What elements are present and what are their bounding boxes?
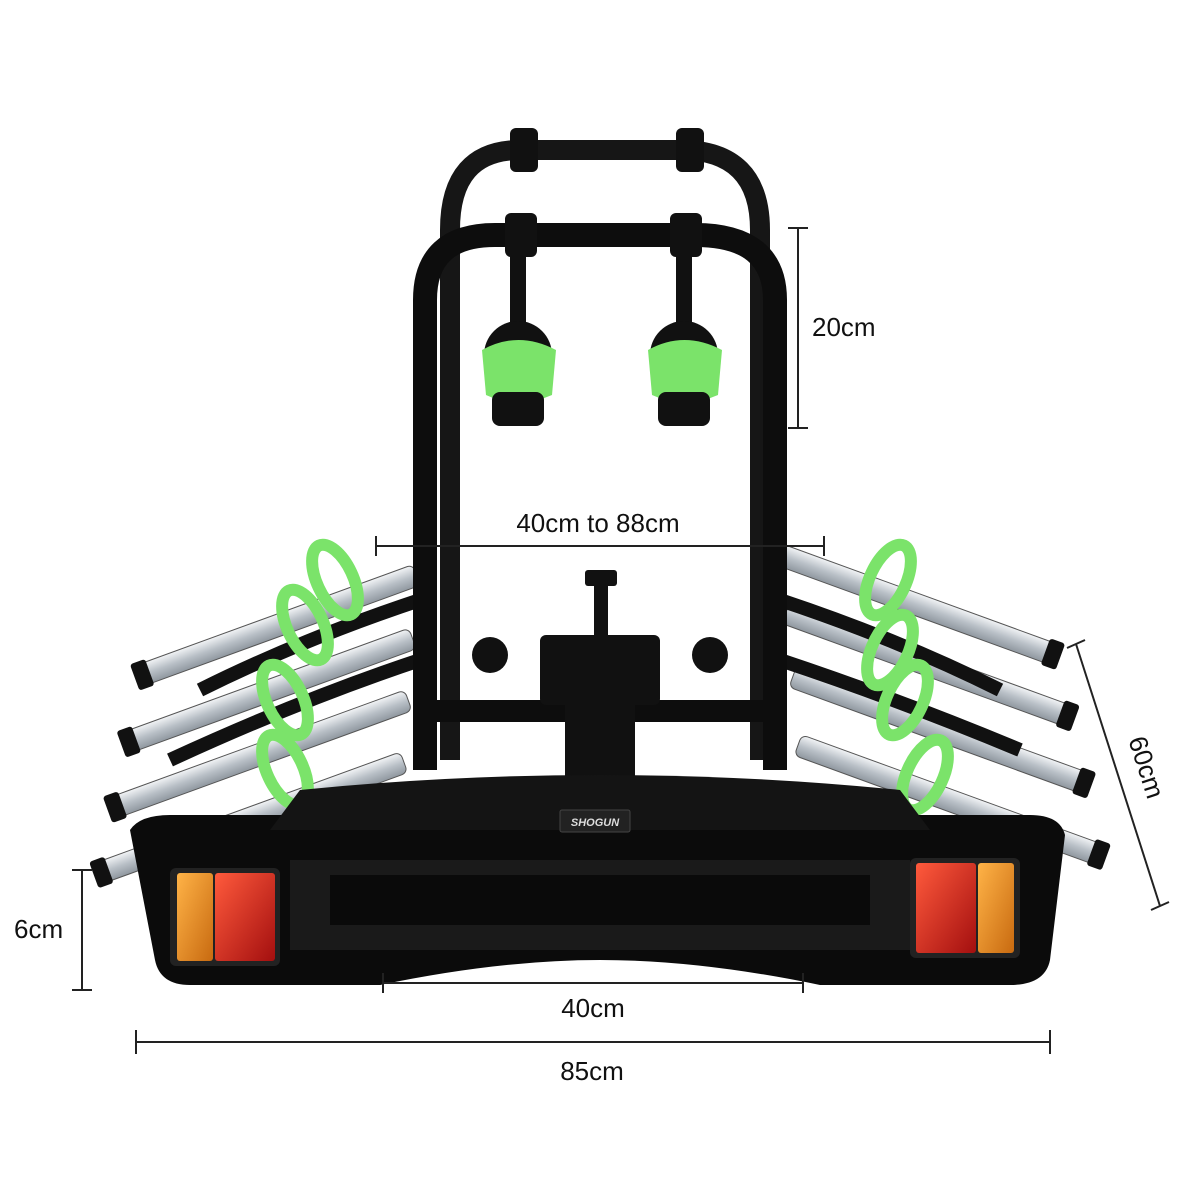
depth-label: 60cm (1122, 732, 1170, 802)
inner-width-label: 40cm (561, 993, 625, 1023)
dimension-total-width: 85cm (135, 1030, 1051, 1086)
dimension-arm-height: 20cm (788, 227, 876, 429)
coupling-mechanism (472, 570, 728, 795)
right-wheel-rails (777, 538, 1111, 870)
frame-clamp-left (482, 255, 556, 426)
bike-rack-product: SHOGUN (89, 128, 1111, 985)
base-lighting-board: SHOGUN (130, 775, 1065, 985)
left-tail-lamp (170, 868, 280, 966)
dimension-inner-width: 40cm (382, 973, 804, 1023)
brand-logo: SHOGUN (571, 817, 620, 829)
right-tail-lamp (910, 858, 1020, 958)
dimension-base-height: 6cm (14, 869, 92, 991)
total-width-label: 85cm (560, 1056, 624, 1086)
base-height-label: 6cm (14, 914, 63, 944)
arm-spread-label: 40cm to 88cm (516, 508, 679, 538)
arm-height-label: 20cm (812, 312, 876, 342)
frame-clamp-right (648, 255, 722, 426)
dimension-arm-spread: 40cm to 88cm (375, 508, 825, 556)
